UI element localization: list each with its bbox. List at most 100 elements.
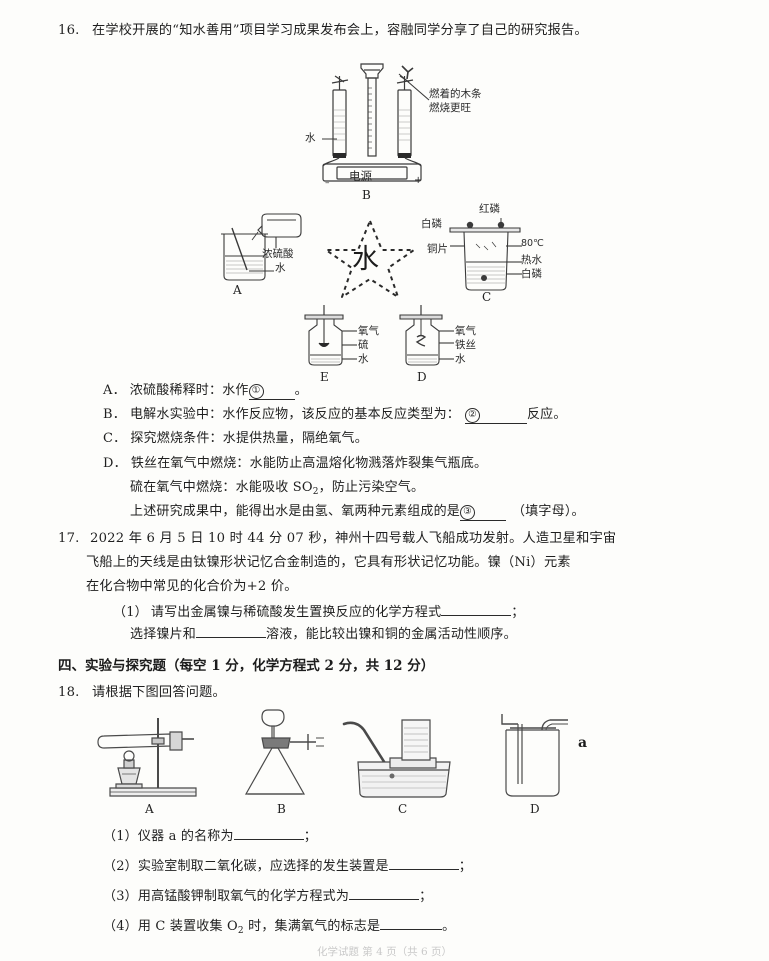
option-b-blank[interactable]: ② <box>464 406 527 424</box>
figure-18-apparatus-d <box>490 708 586 800</box>
summary-after: （填字母）。 <box>512 504 585 519</box>
option-b-suffix: 反应。 <box>526 407 567 422</box>
q18-sub2-mark: （2） <box>103 859 138 874</box>
question-17-sub-1: （1）请写出金属镍与稀硫酸发生置换反应的化学方程式 ； <box>113 604 524 621</box>
panel-d-oxygen-label: 氧气 <box>455 325 476 337</box>
option-b-text: 电解水实验中：水作反应物，该反应的基本反应类型为： <box>129 407 460 422</box>
question-16-stem-row: 16. 在学校开展的“知水善用”项目学习成果发布会上，容融同学分享了自己的研究报… <box>58 22 588 39</box>
figure-18-letter-b: B <box>277 802 286 816</box>
question-17-line-1: 17. 2022 年 6 月 5 日 10 时 44 分 07 秒，神州十四号载… <box>58 530 616 547</box>
question-16-option-c: C．探究燃烧条件：水提供热量，隔绝氧气。 <box>103 430 368 447</box>
q18-sub1-blank[interactable] <box>233 839 304 840</box>
option-a-label: A． <box>103 383 126 398</box>
panel-e-sulfur-label: 硫 <box>358 339 369 351</box>
question-18-sub-3: （3）用高锰酸钾制取氧气的化学方程式为 ； <box>103 888 432 905</box>
question-18-sub-1: （1）仪器 a 的名称为； <box>103 828 317 845</box>
q18-sub1-mark: （1） <box>103 829 138 844</box>
question-18-sub-4: （4）用 C 装置收集 O2 时，集满氧气的标志是 。 <box>103 918 455 940</box>
figure-18-apparatus-b <box>232 706 338 802</box>
option-a-text: 浓硫酸稀释时：水作 <box>129 383 249 398</box>
figure-18-apparatus-c <box>340 714 466 800</box>
panel-c-red-p-label: 红磷 <box>479 203 500 215</box>
figure-18-tube-a-label: a <box>578 735 588 751</box>
figure-16-panel-d <box>394 305 460 371</box>
figure-16-panel-e <box>297 305 363 371</box>
option-d-label: D． <box>103 456 127 471</box>
panel-c-white-p-left-label: 白磷 <box>421 218 442 230</box>
section-4-title: 四、实验与探究题（每空 1 分，化学方程式 2 分，共 12 分） <box>58 658 435 674</box>
panel-b-callout-leader <box>398 73 430 101</box>
question-17-line-2: 飞船上的天线是由钛镍形状记忆合金制造的，它具有形状记忆功能。镍（Ni）元素 <box>86 555 571 570</box>
option-a-blank[interactable]: ① <box>248 382 295 400</box>
panel-b-plus-label: + <box>414 175 423 186</box>
q18-sub4-subscript: 2 <box>237 926 244 936</box>
summary-blank[interactable]: ③ <box>460 503 507 521</box>
figure-18-letter-a: A <box>145 802 154 816</box>
panel-c-letter: C <box>482 290 492 304</box>
panel-b-callout-line2: 燃烧更旺 <box>429 102 471 114</box>
q18-sub4-after: 。 <box>442 919 456 934</box>
panel-b-callout-line1: 燃着的木条 <box>429 88 482 100</box>
q18-sub4-text2: 时，集满氧气的标志是 <box>243 919 381 934</box>
summary-blank-mark: ③ <box>460 505 476 520</box>
question-16-option-d: D．铁丝在氧气中燃烧：水能防止高温熔化物溅落炸裂集气瓶底。 <box>103 455 487 472</box>
panel-e-water-label: 水 <box>358 353 369 365</box>
question-18-stem-row: 18. 请根据下图回答问题。 <box>58 684 226 701</box>
q18-sub2-blank[interactable] <box>388 869 459 870</box>
panel-a-water-leader <box>249 270 274 272</box>
q18-sub3-blank[interactable] <box>349 899 420 900</box>
sulfur-line-subscript: 2 <box>312 487 319 497</box>
figure-18-apparatus-a <box>96 710 208 802</box>
panel-a-water-label: 水 <box>275 262 286 274</box>
star-center-text: 水 <box>352 244 379 275</box>
summary-before: 上述研究成果中，能得出水是由氢、氧两种元素组成的是 <box>130 504 461 519</box>
q17-sub1-mark: （1） <box>113 605 148 620</box>
q17-sub1-blank[interactable] <box>441 615 512 616</box>
q17-sub2-text: 选择镍片和 <box>130 627 197 642</box>
panel-a-letter: A <box>233 283 242 297</box>
panel-b-letter: B <box>362 188 371 202</box>
q18-sub2-text: 实验室制取二氧化碳，应选择的发生装置是 <box>137 859 389 874</box>
q17-sub1-after: ； <box>511 605 525 620</box>
q18-sub4-text: 用 C 装置收集 O <box>137 919 238 934</box>
q18-sub4-blank[interactable] <box>380 929 443 930</box>
figure-16-star <box>322 218 418 300</box>
q18-sub4-mark: （4） <box>103 919 138 934</box>
option-c-text: 探究燃烧条件：水提供热量，隔绝氧气。 <box>130 431 368 446</box>
question-17-line-3: 在化合物中常见的化合价为+2 价。 <box>86 579 298 594</box>
option-c-label: C． <box>103 431 127 446</box>
q18-sub3-after: ； <box>419 889 433 904</box>
option-d-text: 铁丝在氧气中燃烧：水能防止高温熔化物溅落炸裂集气瓶底。 <box>130 456 488 471</box>
question-17-text-1: 2022 年 6 月 5 日 10 时 44 分 07 秒，神州十四号载人飞船成… <box>89 531 617 546</box>
question-18-stem-text: 请根据下图回答问题。 <box>91 685 226 700</box>
option-a-suffix: 。 <box>294 383 308 398</box>
figure-18-letter-d: D <box>530 802 540 816</box>
panel-d-letter: D <box>417 370 427 384</box>
figure-16-panel-a <box>212 212 304 284</box>
panel-b-water-leader <box>322 138 337 140</box>
question-18-sub-2: （2）实验室制取二氧化碳，应选择的发生装置是； <box>103 858 472 875</box>
sulfur-line-before: 硫在氧气中燃烧：水能吸收 SO <box>130 480 313 495</box>
figure-16-panel-c <box>448 216 534 292</box>
panel-d-water-label: 水 <box>455 353 466 365</box>
option-b-label: B． <box>103 407 126 422</box>
q18-sub3-mark: （3） <box>103 889 138 904</box>
question-16-number: 16. <box>58 23 80 38</box>
sulfur-line-after: ，防止污染空气。 <box>318 480 425 495</box>
panel-c-copper-label: 铜片 <box>427 243 448 255</box>
q18-sub3-text: 用高锰酸钾制取氧气的化学方程式为 <box>137 889 350 904</box>
question-17-sub-2: 选择镍片和溶液，能比较出镍和铜的金属活动性顺序。 <box>130 626 517 643</box>
q18-sub1-after: ； <box>303 829 317 844</box>
question-16-stem-text: 在学校开展的“知水善用”项目学习成果发布会上，容融同学分享了自己的研究报告。 <box>91 23 588 38</box>
panel-e-oxygen-label: 氧气 <box>358 325 379 337</box>
panel-a-acid-label: 浓硫酸 <box>262 248 294 260</box>
panel-b-water-label: 水 <box>305 132 316 144</box>
panel-b-power-label: 电源 <box>349 169 372 183</box>
figure-18-letter-c: C <box>398 802 408 816</box>
q17-sub1-text: 请写出金属镍与稀硫酸发生置换反应的化学方程式 <box>150 605 442 620</box>
question-16-sulfur-line: 硫在氧气中燃烧：水能吸收 SO2，防止污染空气。 <box>130 479 424 501</box>
q17-sub2-blank[interactable] <box>196 637 267 638</box>
